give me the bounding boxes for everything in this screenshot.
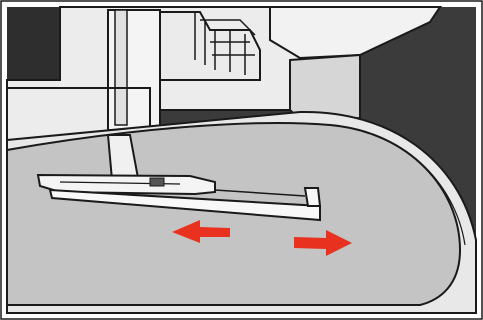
bed-surface: [7, 123, 460, 305]
needle-bar: [115, 10, 127, 125]
presser-foot-screw: [150, 178, 164, 186]
machine-side-panel: [290, 55, 360, 120]
guide-bar-end: [305, 188, 320, 206]
upper-left-shadow: [7, 7, 60, 80]
